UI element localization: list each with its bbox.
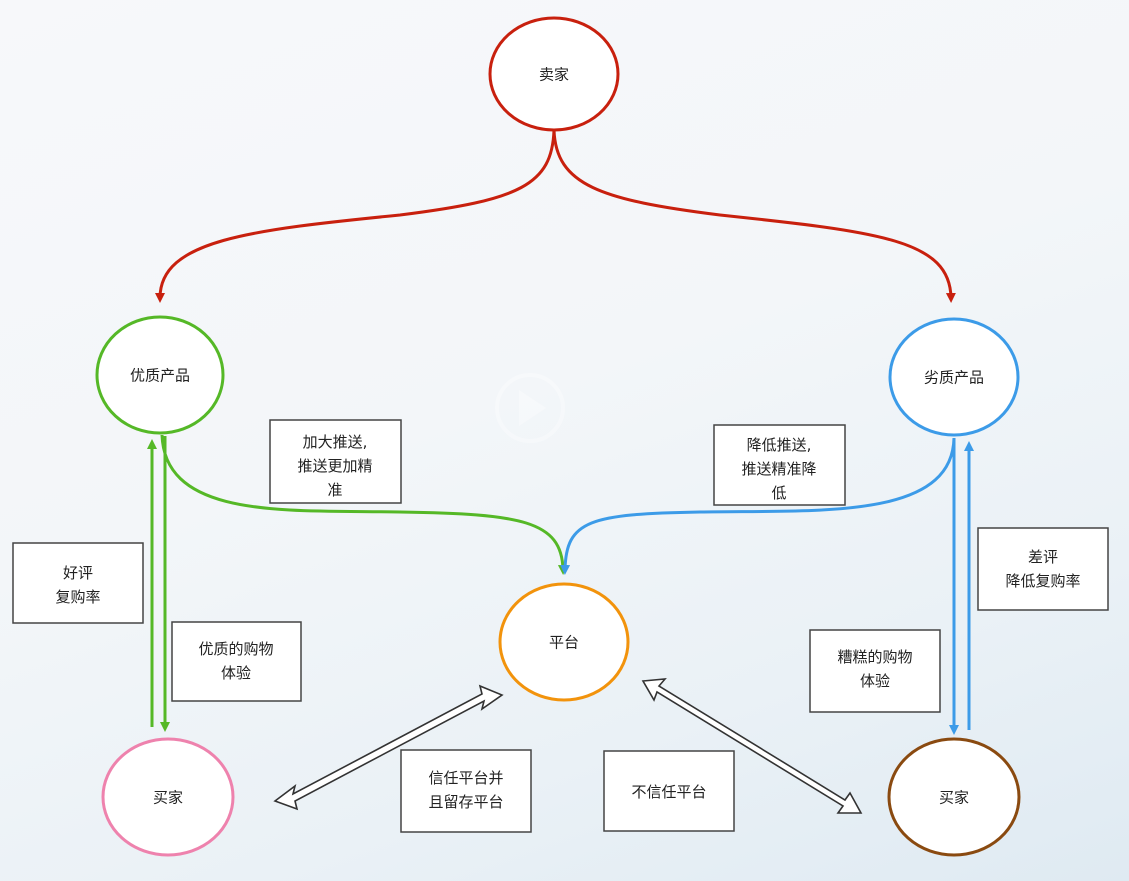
svg-text:降低复购率: 降低复购率 bbox=[1005, 572, 1080, 590]
label-good-review: 好评 复购率 bbox=[12, 542, 144, 624]
edge-seller-to-quality bbox=[155, 129, 556, 303]
node-buyer-right-label: 买家 bbox=[939, 789, 969, 807]
play-watermark-icon bbox=[495, 373, 565, 443]
node-platform: 平台 bbox=[498, 582, 630, 702]
node-seller: 卖家 bbox=[488, 16, 620, 132]
label-more-push: 加大推送, 推送更加精 准 bbox=[269, 419, 402, 504]
label-bad-experience: 糟糕的购物 体验 bbox=[809, 629, 941, 713]
node-quality-product: 优质产品 bbox=[95, 315, 225, 435]
label-trust: 信任平台并 且留存平台 bbox=[400, 749, 532, 833]
svg-text:好评: 好评 bbox=[63, 564, 93, 582]
double-arrow-distrust bbox=[641, 678, 863, 814]
svg-text:准: 准 bbox=[327, 481, 342, 499]
node-buyer-left: 买家 bbox=[101, 737, 235, 857]
edge-poor-to-platform bbox=[560, 437, 956, 575]
svg-text:差评: 差评 bbox=[1028, 548, 1058, 566]
svg-text:低: 低 bbox=[771, 484, 786, 502]
svg-text:且留存平台: 且留存平台 bbox=[428, 793, 503, 811]
svg-text:体验: 体验 bbox=[221, 664, 251, 682]
node-seller-label: 卖家 bbox=[539, 66, 569, 84]
svg-text:降低推送,: 降低推送, bbox=[747, 436, 812, 454]
svg-text:信任平台并: 信任平台并 bbox=[428, 769, 503, 787]
node-platform-label: 平台 bbox=[549, 634, 579, 652]
svg-text:不信任平台: 不信任平台 bbox=[631, 783, 706, 801]
svg-text:推送精准降: 推送精准降 bbox=[741, 460, 816, 478]
double-arrow-trust bbox=[273, 684, 504, 811]
label-good-experience: 优质的购物 体验 bbox=[171, 621, 302, 702]
node-poor-product: 劣质产品 bbox=[888, 317, 1020, 437]
node-poor-product-label: 劣质产品 bbox=[924, 369, 984, 387]
edge-quality-to-platform bbox=[160, 434, 568, 575]
label-distrust: 不信任平台 bbox=[603, 750, 735, 832]
svg-text:优质的购物: 优质的购物 bbox=[198, 640, 273, 658]
svg-text:糟糕的购物: 糟糕的购物 bbox=[837, 648, 912, 666]
label-bad-review: 差评 降低复购率 bbox=[977, 527, 1109, 611]
svg-text:加大推送,: 加大推送, bbox=[303, 433, 368, 451]
svg-text:复购率: 复购率 bbox=[55, 588, 100, 606]
svg-text:推送更加精: 推送更加精 bbox=[297, 457, 372, 475]
node-buyer-left-label: 买家 bbox=[153, 789, 183, 807]
label-less-push: 降低推送, 推送精准降 低 bbox=[713, 424, 846, 506]
edge-seller-to-poor bbox=[552, 129, 956, 303]
svg-text:体验: 体验 bbox=[860, 672, 890, 690]
node-quality-product-label: 优质产品 bbox=[130, 367, 190, 385]
node-buyer-right: 买家 bbox=[887, 737, 1021, 857]
